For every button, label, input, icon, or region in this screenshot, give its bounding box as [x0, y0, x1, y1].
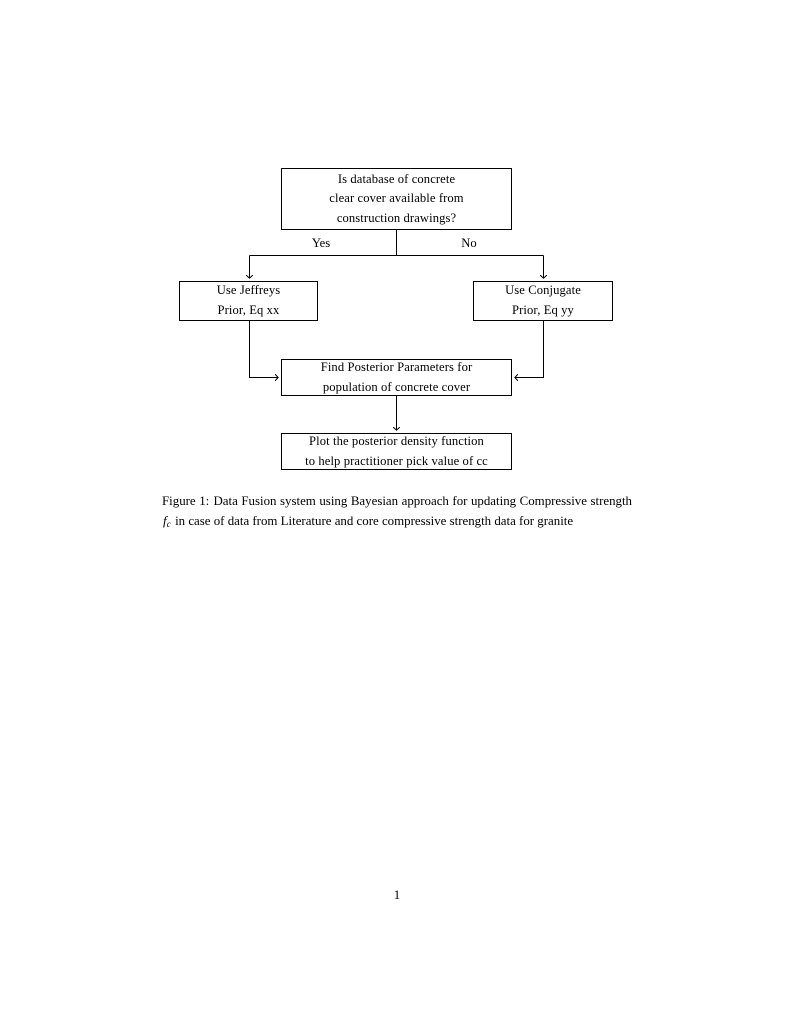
node-plot-line-1: Plot the posterior density function: [309, 433, 484, 448]
branch-label-yes: Yes: [311, 236, 331, 250]
node-plot-posterior-density[interactable]: Plot the posterior density function to h…: [281, 433, 512, 470]
node-jeffreys-prior[interactable]: Use Jeffreys Prior, Eq xx: [179, 281, 318, 321]
node-find-posterior-parameters[interactable]: Find Posterior Parameters for population…: [281, 359, 512, 396]
figure-caption-text-part-2: in case of data from Literature and core…: [175, 513, 574, 528]
node-question-line-3: construction drawings?: [336, 210, 457, 225]
flowchart-figure: Is database of concrete clear cover avai…: [0, 0, 794, 480]
node-posterior-line-1: Find Posterior Parameters for: [320, 359, 473, 374]
figure-caption-symbol-subscript: c: [166, 518, 171, 529]
node-question[interactable]: Is database of concrete clear cover avai…: [281, 168, 512, 230]
node-conjugate-line-1: Use Conjugate: [505, 283, 581, 298]
figure-caption-text-part-1: Data Fusion system using Bayesian approa…: [213, 494, 633, 508]
figure-caption-symbol-base: f: [163, 513, 167, 528]
figure-caption-symbol: fc: [162, 513, 172, 529]
node-posterior-line-2: population of concrete cover: [322, 379, 471, 394]
node-jeffreys-line-2: Prior, Eq xx: [217, 303, 280, 317]
node-conjugate-prior[interactable]: Use Conjugate Prior, Eq yy: [473, 281, 613, 321]
node-question-line-2: clear cover available from: [329, 191, 464, 206]
branch-label-no: No: [461, 236, 477, 250]
flowchart-connectors: [0, 230, 794, 480]
figure-caption: Figure 1:Data Fusion system using Bayesi…: [162, 492, 632, 531]
node-question-line-1: Is database of concrete: [337, 171, 456, 186]
node-plot-line-2: to help practitioner pick value of cc: [305, 453, 488, 468]
node-conjugate-line-2: Prior, Eq yy: [512, 303, 574, 317]
page-number: 1: [393, 888, 401, 902]
figure-caption-label: Figure 1:: [162, 494, 210, 508]
node-jeffreys-line-1: Use Jeffreys: [216, 283, 281, 298]
